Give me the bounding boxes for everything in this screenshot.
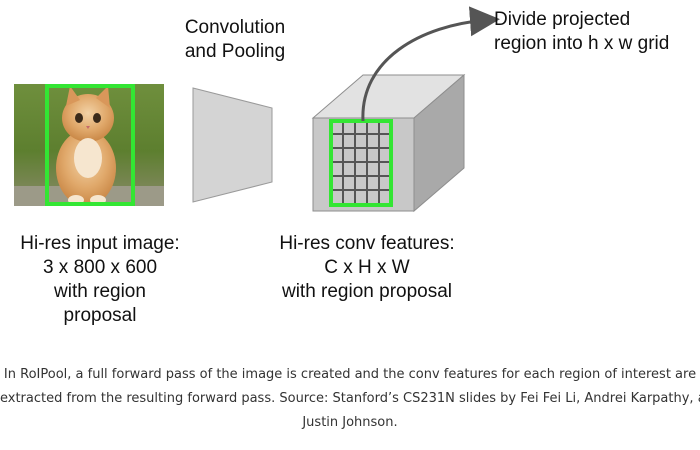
region-proposal-box [45, 84, 135, 206]
convolution-label: Convolution and Pooling [184, 17, 286, 62]
figure-caption: In RoIPool, a full forward pass of the i… [0, 363, 700, 435]
caption-line: In RoIPool, a full forward pass of the i… [3, 367, 697, 382]
input-image [14, 84, 164, 206]
conv-features-label: Hi-res conv features: C x H x W with reg… [279, 233, 455, 302]
input-image-label: Hi-res input image: 3 x 800 x 600 with r… [20, 233, 180, 326]
diagram-graphics [14, 6, 500, 213]
arrow [361, 6, 500, 122]
projected-region-box [329, 119, 393, 207]
cube-front-face [312, 117, 415, 212]
caption-line: extracted from the resulting forward pas… [0, 391, 700, 406]
roipool-diagram: Convolution and Pooling Divide projected… [14, 6, 670, 326]
grid-label: Divide projected region into h x w grid [494, 9, 670, 54]
caption-line: Justin Johnson. [302, 415, 398, 430]
projected-region-grid [332, 121, 390, 205]
convolution-block [192, 87, 273, 203]
